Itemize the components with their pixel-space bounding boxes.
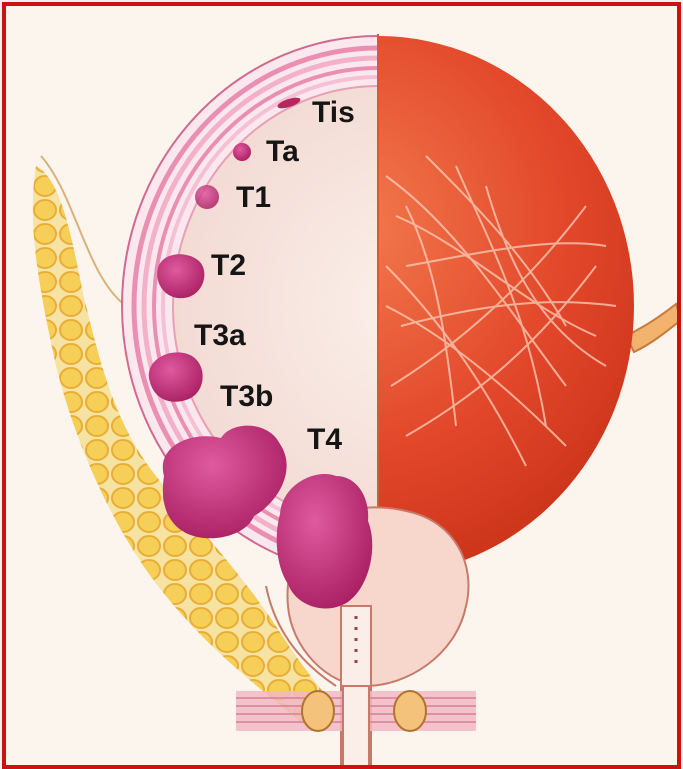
tumor-t1 [195,185,219,209]
tumor-t4 [277,474,373,609]
stage-label-t1: T1 [236,183,271,213]
ureter [626,304,681,352]
stage-label-tis: Tis [312,98,355,128]
stage-label-ta: Ta [266,137,299,167]
stage-label-t2: T2 [211,251,246,281]
stage-label-t3b: T3b [220,382,273,412]
stage-label-t3a: T3a [194,321,246,351]
stage-label-t4: T4 [307,425,342,455]
tumor-t3a [149,352,203,401]
tumor-ta [233,143,251,161]
